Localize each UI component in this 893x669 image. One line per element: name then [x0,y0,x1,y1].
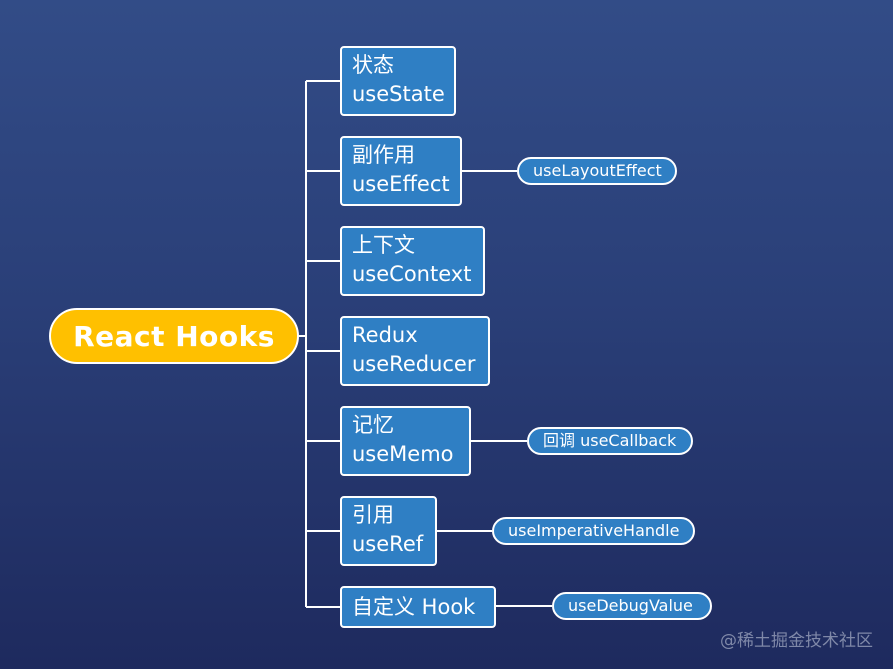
node-useref-hook: useRef [352,532,424,556]
node-usecontext-hook: useContext [352,262,472,286]
node-useref-category: 引用 [352,503,394,527]
node-useeffect-hook: useEffect [352,172,450,196]
node-usestate[interactable]: 状态 useState [340,46,456,116]
pill-usecallback[interactable]: 回调 useCallback [527,427,693,455]
pill-uselayouteffect-label: useLayoutEffect [533,161,662,180]
node-custom-hook[interactable]: 自定义 Hook [340,586,496,628]
pill-usedebugvalue-label: useDebugValue [568,596,693,615]
node-usestate-category: 状态 [352,53,394,77]
node-usereducer-hook: useReducer [352,352,476,376]
pill-useimperativehandle-label: useImperativeHandle [508,521,680,540]
node-usereducer-category: Redux [352,323,418,347]
node-usereducer[interactable]: Redux useReducer [340,316,490,386]
root-node-label: React Hooks [73,319,275,353]
node-usememo-hook: useMemo [352,442,454,466]
root-node-react-hooks[interactable]: React Hooks [49,308,299,364]
node-usememo[interactable]: 记忆 useMemo [340,406,471,476]
node-usecontext[interactable]: 上下文 useContext [340,226,485,296]
node-usecontext-category: 上下文 [352,233,415,257]
watermark: @稀土掘金技术社区 [720,631,873,651]
node-usestate-hook: useState [352,82,445,106]
node-useref[interactable]: 引用 useRef [340,496,437,566]
pill-useimperativehandle[interactable]: useImperativeHandle [492,517,695,545]
node-usememo-category: 记忆 [352,413,394,437]
pill-uselayouteffect[interactable]: useLayoutEffect [517,157,677,185]
node-useeffect[interactable]: 副作用 useEffect [340,136,462,206]
node-custom-hook-label: 自定义 Hook [352,595,476,619]
pill-usedebugvalue[interactable]: useDebugValue [552,592,712,620]
pill-usecallback-label: 回调 useCallback [543,431,677,450]
node-useeffect-category: 副作用 [352,143,415,167]
